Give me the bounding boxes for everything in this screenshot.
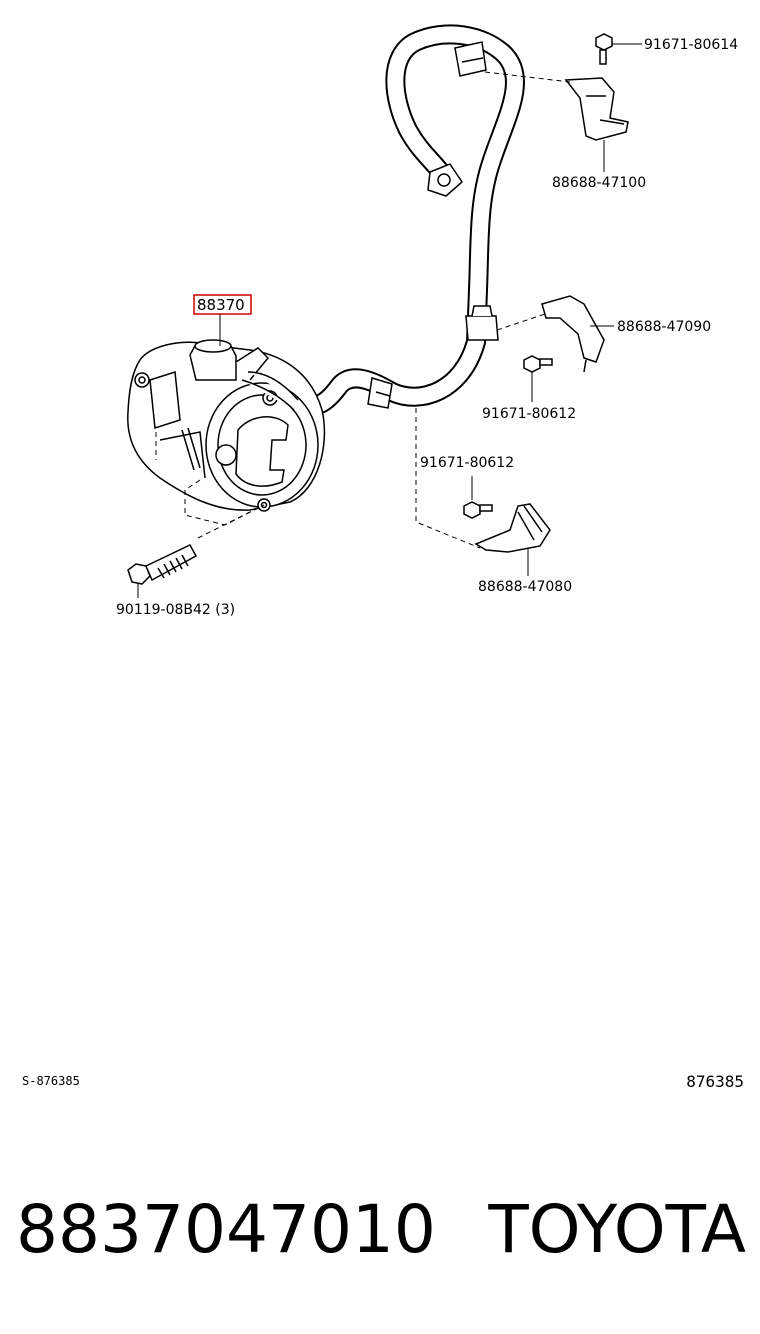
- highlighted-part-callout[interactable]: 88370: [193, 294, 252, 315]
- highlighted-part-label: 88370: [197, 296, 245, 314]
- callout-bracket-top[interactable]: 88688-47100: [552, 175, 646, 191]
- highlight-box: [193, 294, 252, 315]
- callout-bolt-mid[interactable]: 91671-80612: [482, 406, 576, 422]
- bottom-title: 8837047010 TOYOTA: [16, 1188, 746, 1272]
- hose-clamp-top: [454, 41, 487, 77]
- compressor-body: [127, 339, 326, 512]
- callout-mount-bolt[interactable]: 90119-08B42 (3): [116, 602, 235, 618]
- hose-end-fitting: [427, 163, 463, 197]
- bolt-mid: [523, 355, 553, 373]
- bracket-top: [564, 77, 629, 141]
- brand-name: TOYOTA: [488, 1191, 746, 1268]
- hose-clamp-mid: [465, 305, 499, 341]
- leader-lines: [137, 43, 642, 598]
- ac-hose: [285, 24, 525, 417]
- assembly-dashed-lines: [155, 71, 571, 549]
- bolt-lower: [463, 501, 493, 519]
- bolt-top: [595, 33, 613, 65]
- callout-bracket-mid[interactable]: 88688-47090: [617, 319, 711, 335]
- part-number: 8837047010: [16, 1191, 436, 1268]
- mount-bolt: [127, 544, 198, 585]
- diagram-code: 876385: [686, 1072, 744, 1091]
- hose-clamp-low: [367, 377, 393, 409]
- bracket-mid: [541, 295, 605, 373]
- bracket-lower: [474, 503, 551, 553]
- callout-bracket-lower[interactable]: 88688-47080: [478, 579, 572, 595]
- callout-bolt-top[interactable]: 91671-80614: [644, 37, 738, 53]
- callout-bolt-lower[interactable]: 91671-80612: [420, 455, 514, 471]
- sheet-code: S-876385: [22, 1074, 80, 1088]
